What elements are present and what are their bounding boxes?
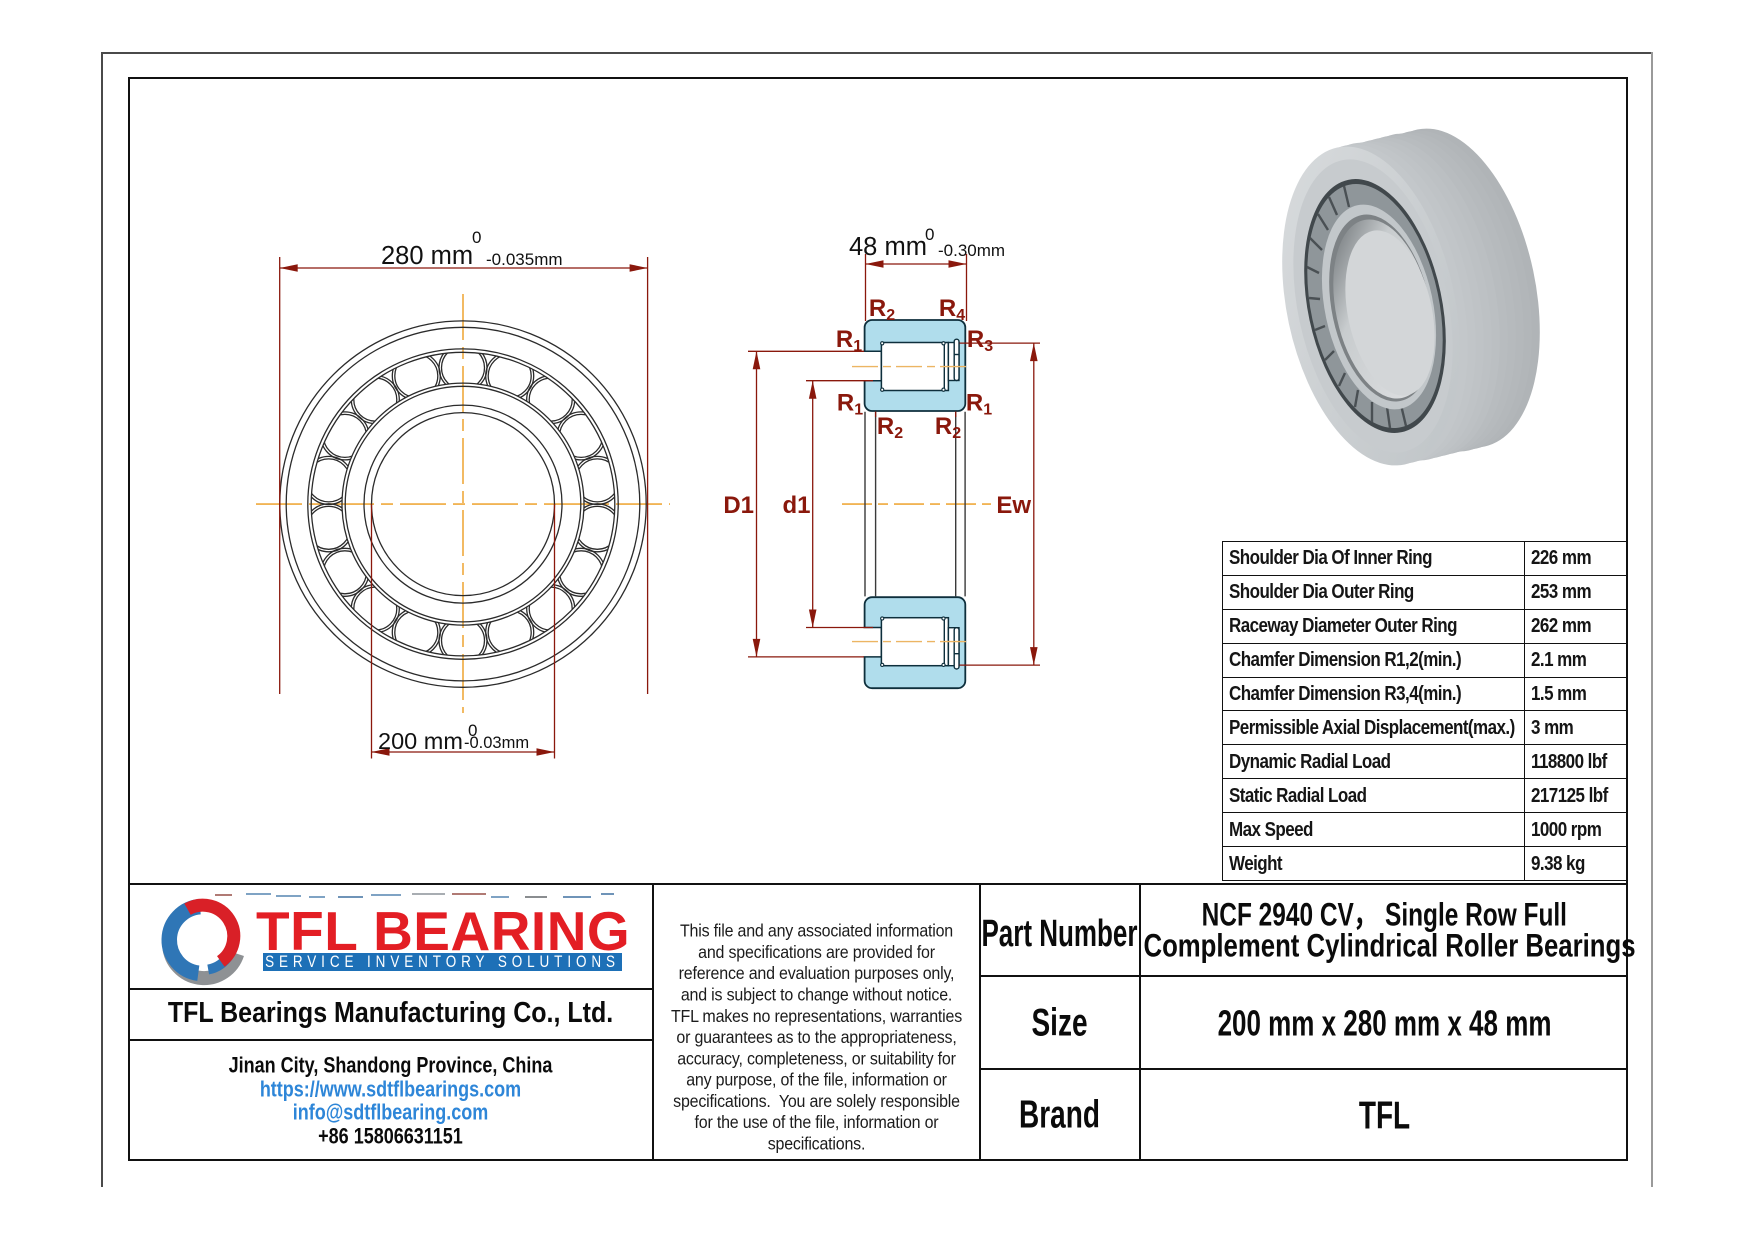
svg-text:0: 0 — [925, 225, 934, 244]
svg-text:R4: R4 — [939, 295, 965, 324]
svg-text:Ew: Ew — [996, 492, 1031, 519]
svg-text:0: 0 — [472, 228, 481, 247]
svg-text:-0.035mm: -0.035mm — [486, 250, 563, 269]
svg-text:200 mm: 200 mm — [378, 728, 463, 754]
svg-text:R1: R1 — [836, 326, 862, 355]
svg-text:-0.30mm: -0.30mm — [938, 241, 1005, 260]
svg-text:-0.03mm: -0.03mm — [464, 734, 529, 752]
svg-text:R2: R2 — [935, 413, 961, 442]
svg-text:48 mm: 48 mm — [849, 233, 927, 261]
svg-text:280 mm: 280 mm — [381, 242, 473, 270]
svg-text:d1: d1 — [782, 492, 810, 519]
svg-text:0: 0 — [468, 721, 477, 740]
svg-text:R3: R3 — [967, 326, 993, 355]
svg-text:R2: R2 — [869, 295, 895, 324]
svg-text:R1: R1 — [966, 390, 992, 419]
svg-text:R1: R1 — [837, 390, 863, 419]
svg-text:R2: R2 — [877, 413, 903, 442]
svg-text:D1: D1 — [723, 492, 754, 519]
